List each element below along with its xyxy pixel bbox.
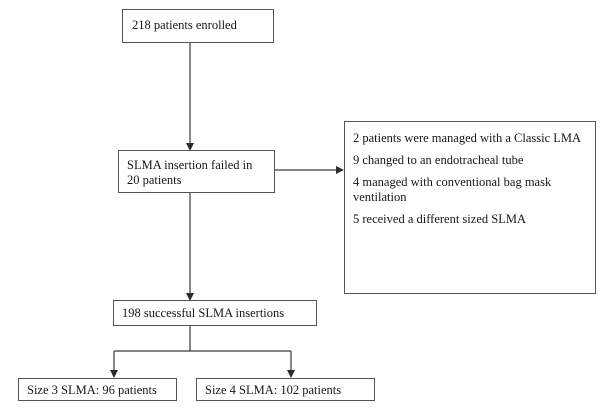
node-enrolled: 218 patients enrolled	[122, 9, 274, 43]
connector-success-split	[110, 326, 295, 378]
connector-failed-to-reasons	[275, 166, 344, 174]
connector-failed-to-success	[186, 193, 194, 301]
failure-reason-bag-mask-ventilation: 4 managed with conventional bag mask ven…	[353, 175, 552, 204]
failure-reason-different-sized-slma: 5 received a different sized SLMA	[353, 212, 526, 226]
node-enrolled-label: 218 patients enrolled	[132, 18, 237, 32]
node-failure-reasons: 2 patients were managed with a Classic L…	[344, 121, 596, 294]
node-size3-slma-label: Size 3 SLMA: 96 patients	[27, 383, 157, 397]
failure-reason-endotracheal-tube: 9 changed to an endotracheal tube	[353, 153, 524, 167]
connector-enrolled-to-failed	[186, 43, 194, 151]
node-size4-slma: Size 4 SLMA: 102 patients	[196, 378, 375, 401]
node-successful-insertions: 198 successful SLMA insertions	[113, 300, 317, 326]
node-insertion-failed: SLMA insertion failed in 20 patients	[118, 150, 275, 193]
node-insertion-failed-label: SLMA insertion failed in 20 patients	[127, 158, 253, 187]
node-successful-insertions-label: 198 successful SLMA insertions	[122, 306, 285, 320]
node-size4-slma-label: Size 4 SLMA: 102 patients	[205, 383, 342, 397]
failure-reason-classic-lma: 2 patients were managed with a Classic L…	[353, 131, 582, 145]
node-size3-slma: Size 3 SLMA: 96 patients	[18, 378, 177, 401]
